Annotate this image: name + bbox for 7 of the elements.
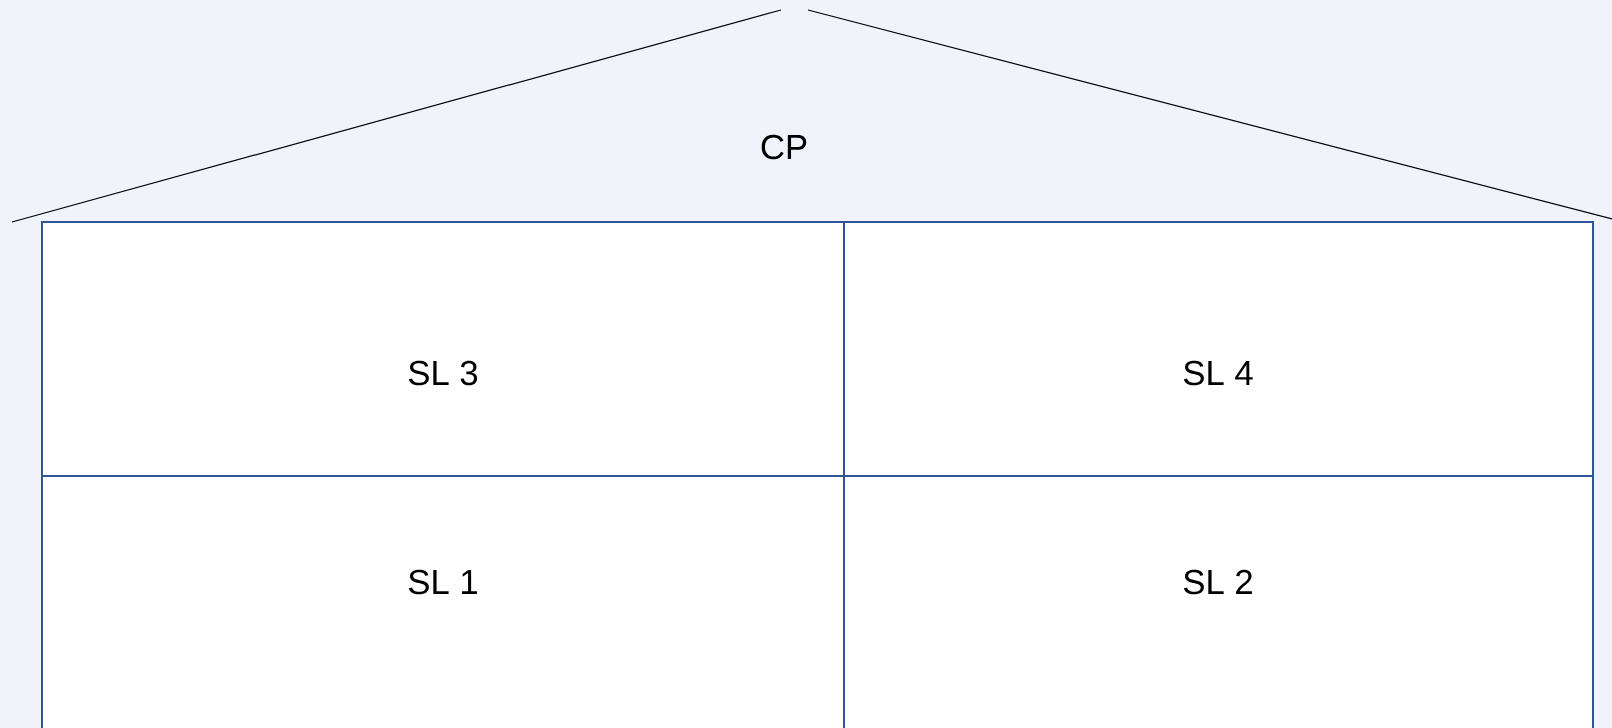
grid-cell: SL 3 [41,221,845,477]
node-label: SL 1 [408,569,477,595]
node-label: SL 2 [1183,569,1252,595]
grid-cell: SL 1 [41,475,845,728]
grid-cell: SL 4 [843,221,1594,477]
roof-label: CP [761,134,807,160]
grid-cell: SL 2 [843,475,1594,728]
